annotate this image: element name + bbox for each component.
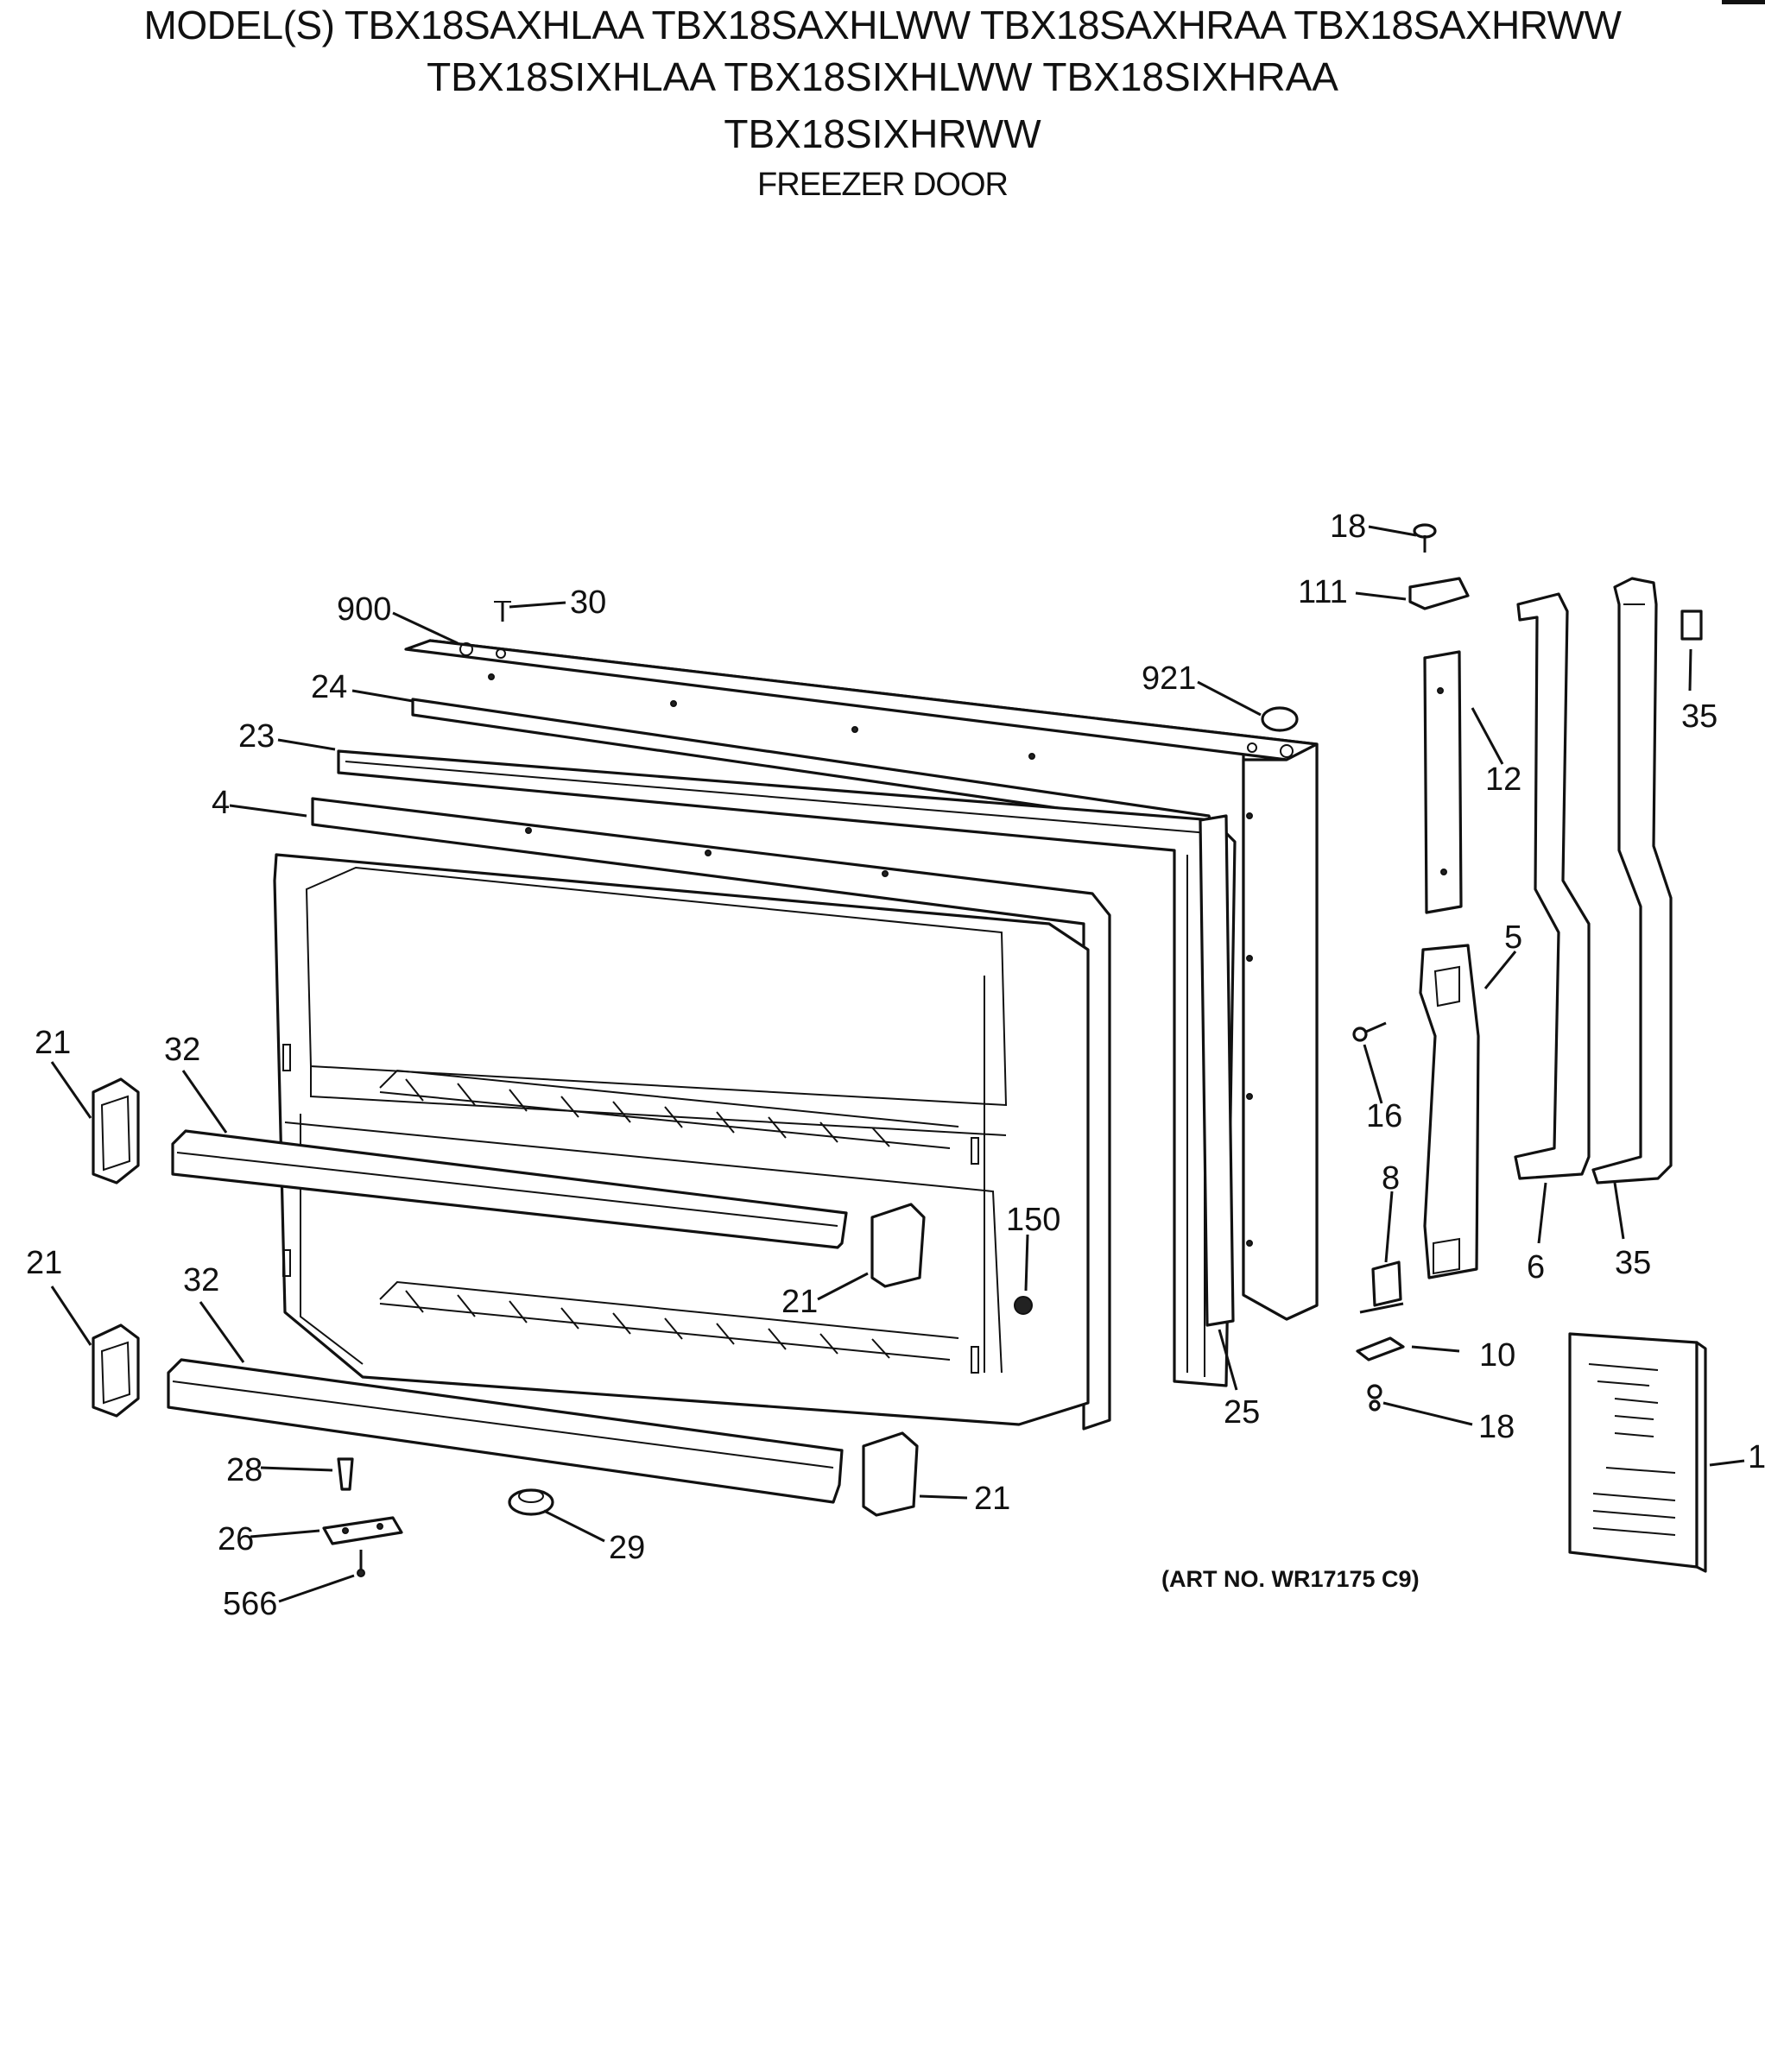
handle-mount-upper-12	[1423, 650, 1463, 914]
callout-23: 23	[238, 718, 275, 755]
screw-18-bottom	[1367, 1384, 1382, 1412]
owner-manual-1	[1568, 1332, 1707, 1573]
callout-921: 921	[1142, 660, 1196, 697]
plug-921	[1261, 706, 1299, 732]
callout-8: 8	[1382, 1160, 1400, 1197]
callout-30: 30	[570, 584, 606, 621]
model-list-line-3: TBX18SIXHRWW	[724, 111, 1041, 156]
screw-566	[357, 1550, 365, 1577]
door-inner-liner	[273, 853, 1090, 1426]
callout-24: 24	[311, 669, 347, 705]
door-outer-panel	[404, 639, 1319, 1321]
diagram-subtitle: FREEZER DOOR	[757, 167, 1009, 203]
callout-12: 12	[1485, 761, 1521, 798]
screw-18-top	[1413, 523, 1437, 553]
callout-16: 16	[1366, 1098, 1402, 1134]
callout-21-lower-right: 21	[974, 1481, 1010, 1517]
hinge-plate-26	[322, 1516, 403, 1545]
callout-566: 566	[223, 1586, 277, 1622]
callout-1: 1	[1748, 1439, 1765, 1475]
callout-35-top: 35	[1681, 698, 1718, 735]
hinge-cover-111	[1408, 577, 1470, 610]
model-list-line-2: TBX18SIXHLAA TBX18SIXHLWW TBX18SIXHRAA	[427, 54, 1338, 99]
callout-28: 28	[226, 1452, 263, 1488]
callout-900: 900	[337, 591, 391, 628]
callout-5: 5	[1504, 919, 1522, 956]
rail-end-cap-upper-left	[92, 1077, 140, 1184]
callout-leaders	[50, 525, 1745, 1603]
vertical-breaker-strip	[1199, 814, 1235, 1327]
callout-21-upper-right: 21	[781, 1284, 818, 1320]
callout-4: 4	[212, 785, 230, 821]
callout-25: 25	[1224, 1394, 1260, 1431]
hinge-plate-8	[1359, 1260, 1404, 1314]
handle-mount-lower-5	[1419, 944, 1480, 1279]
callout-labels: 18 111 900 30 921 24 23 4 35 12 5 21 32 …	[26, 509, 1765, 1622]
callout-150: 150	[1006, 1202, 1060, 1238]
plug-35-small	[1680, 610, 1703, 641]
screw-16	[1352, 1021, 1387, 1042]
rail-end-cap-upper-right	[870, 1203, 926, 1288]
callout-29: 29	[609, 1530, 645, 1566]
callout-18-top: 18	[1330, 509, 1366, 545]
callout-10: 10	[1479, 1337, 1515, 1374]
screw-150	[1014, 1296, 1033, 1315]
art-number: (ART NO. WR17175 C9)	[1161, 1566, 1420, 1592]
door-handle-35	[1591, 577, 1673, 1184]
rail-end-cap-lower-left	[92, 1323, 140, 1418]
callout-32-lower: 32	[183, 1262, 219, 1298]
plug-28	[337, 1457, 354, 1491]
door-liner-frame	[311, 797, 1111, 1431]
corner-mark	[1722, 0, 1765, 4]
callout-18-bottom: 18	[1478, 1409, 1515, 1445]
bumper-29	[508, 1488, 554, 1516]
door-handle-6	[1514, 592, 1591, 1180]
callout-35-bottom: 35	[1615, 1245, 1651, 1281]
rail-end-cap-lower-right	[862, 1431, 919, 1517]
model-list-line-1: MODEL(S) TBX18SAXHLAA TBX18SAXHLWW TBX18…	[143, 3, 1622, 47]
callout-111: 111	[1298, 574, 1348, 610]
callout-21-lower-left: 21	[26, 1245, 62, 1281]
callout-32-upper: 32	[164, 1032, 200, 1068]
callout-21-upper-left: 21	[35, 1025, 71, 1061]
callout-6: 6	[1527, 1249, 1545, 1286]
callout-26: 26	[218, 1521, 254, 1557]
bracket-10	[1356, 1336, 1405, 1361]
door-bin-rail-upper	[171, 1129, 848, 1249]
screw-30	[494, 601, 511, 622]
door-bin-rail-lower	[167, 1358, 844, 1504]
